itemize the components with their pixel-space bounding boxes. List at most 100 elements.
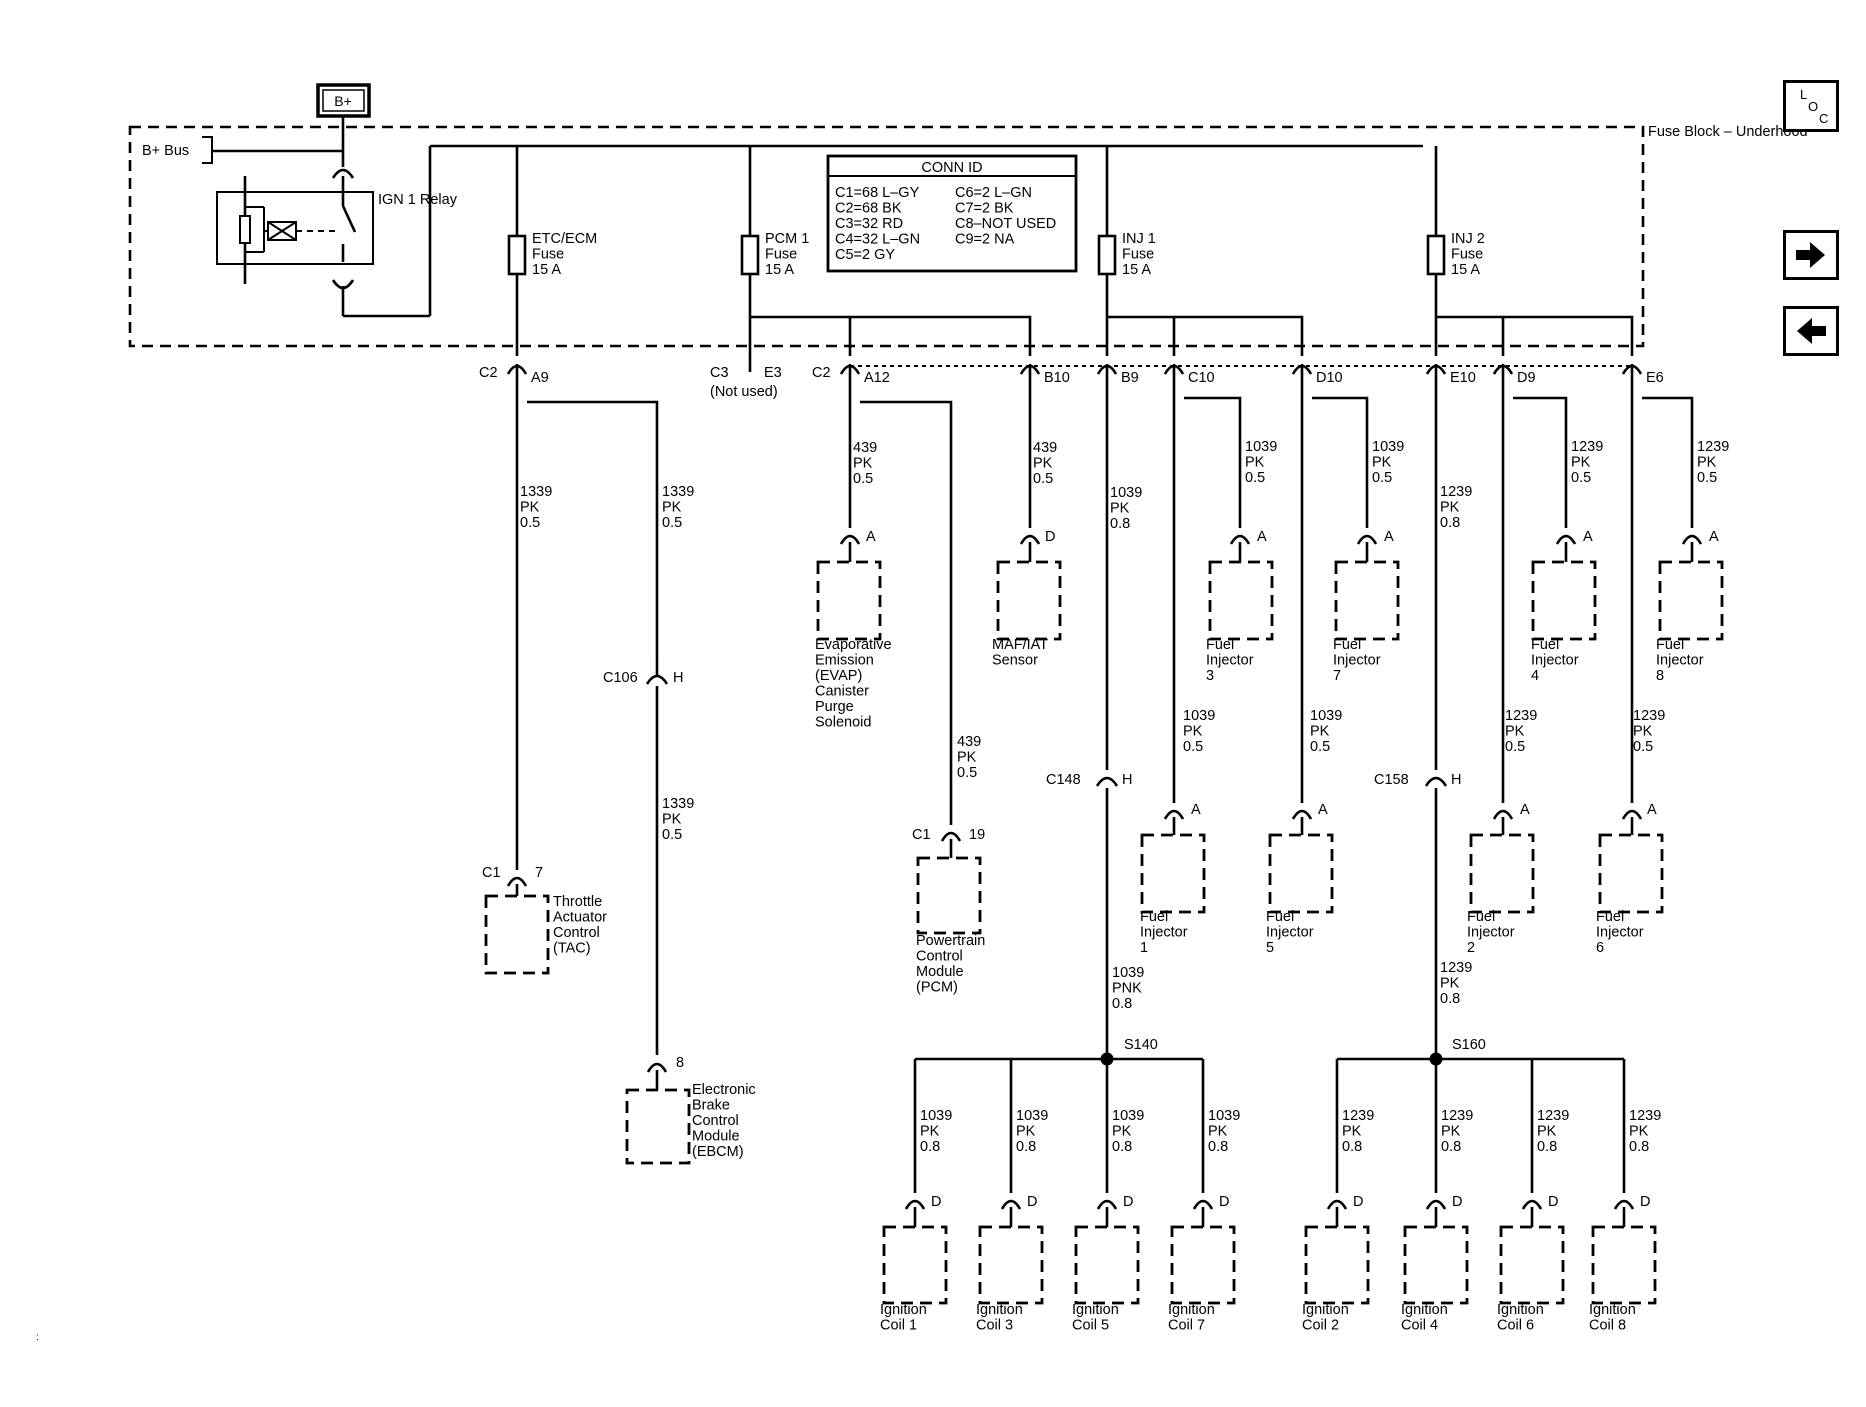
terminal-d10-right-label: D10: [1316, 370, 1343, 386]
bplus-bus-label: B+ Bus: [142, 143, 189, 159]
terminal-e10-right-label: E10: [1450, 370, 1476, 386]
pin-coil1: [904, 1199, 926, 1210]
pin-inj6: [1621, 809, 1643, 820]
pin-inj7: [1356, 534, 1378, 545]
component-inj1: [1140, 833, 1206, 914]
fuse-block-label: Fuse Block – Underhood: [1648, 124, 1808, 140]
terminal-e6: [1621, 364, 1643, 378]
forward-button[interactable]: [1783, 230, 1839, 280]
component-coil4-box: [1403, 1225, 1469, 1305]
terminal-e6-right-label: E6: [1646, 370, 1664, 386]
pin-inj4: [1555, 534, 1577, 545]
splice-s160-label: S160: [1452, 1037, 1486, 1053]
component-coil7-pin: D: [1219, 1194, 1229, 1210]
component-inj8-pin: A: [1709, 529, 1719, 545]
location-button[interactable]: L O C: [1783, 80, 1839, 132]
component-inj8: [1658, 560, 1724, 641]
terminal-b9: [1096, 364, 1118, 378]
ign1-relay: [216, 146, 432, 318]
pin-inj5: [1291, 809, 1313, 820]
component-pcm-pin-left: C1: [912, 827, 931, 843]
component-maf-pin: D: [1045, 529, 1055, 545]
back-button[interactable]: [1783, 306, 1839, 356]
component-inj6-pin: A: [1647, 802, 1657, 818]
inline-c158: [1424, 776, 1448, 787]
component-coil1: [882, 1225, 948, 1305]
terminal-c2a9: [506, 364, 528, 378]
pin-ebcm: [646, 1062, 668, 1073]
component-coil7-box: [1170, 1225, 1236, 1305]
svg-text::: :: [36, 1332, 39, 1343]
component-inj1-box: [1140, 833, 1206, 914]
component-coil7: [1170, 1225, 1236, 1305]
component-maf-box: [996, 560, 1062, 641]
component-evap-box: [816, 560, 882, 641]
inline-c148-left: C148: [1046, 772, 1081, 788]
component-pcm-pin: 19: [969, 827, 985, 843]
pin-inj1: [1163, 809, 1185, 820]
pin-inj3: [1229, 534, 1251, 545]
component-inj4-box: [1531, 560, 1597, 641]
fuse-etc-icon: [507, 234, 527, 276]
component-evap: [816, 560, 882, 641]
inline-c148-right: H: [1122, 772, 1132, 788]
component-coil3: [978, 1225, 1044, 1305]
component-inj1-pin: A: [1191, 802, 1201, 818]
component-coil2-pin: D: [1353, 1194, 1363, 1210]
component-inj3-box: [1208, 560, 1274, 641]
component-coil8-pin: D: [1640, 1194, 1650, 1210]
component-coil4: [1403, 1225, 1469, 1305]
component-inj5-box: [1268, 833, 1334, 914]
pin-inj2: [1492, 809, 1514, 820]
loc-letter-l: L: [1800, 87, 1808, 102]
pin-coil6: [1521, 1199, 1543, 1210]
component-pcm-box: [916, 856, 982, 935]
terminal-c2a9-left-label: C2: [479, 365, 498, 381]
terminal-c2a9-right-label: A9: [531, 370, 549, 386]
pin-pcm: [940, 831, 962, 842]
component-inj5-pin: A: [1318, 802, 1328, 818]
component-coil2-box: [1304, 1225, 1370, 1305]
component-inj7-pin: A: [1384, 529, 1394, 545]
pin-coil7: [1192, 1199, 1214, 1210]
pin-tac: [506, 876, 528, 887]
component-coil6-pin: D: [1548, 1194, 1558, 1210]
component-coil2: [1304, 1225, 1370, 1305]
component-evap-pin: A: [866, 529, 876, 545]
terminal-c2a12-left-label: C2: [812, 365, 831, 381]
conn-id-title: CONN ID: [921, 160, 982, 176]
component-coil5: [1074, 1225, 1140, 1305]
splice-s140-label: S140: [1124, 1037, 1158, 1053]
terminal-c2a12-right-label: A12: [864, 370, 890, 386]
